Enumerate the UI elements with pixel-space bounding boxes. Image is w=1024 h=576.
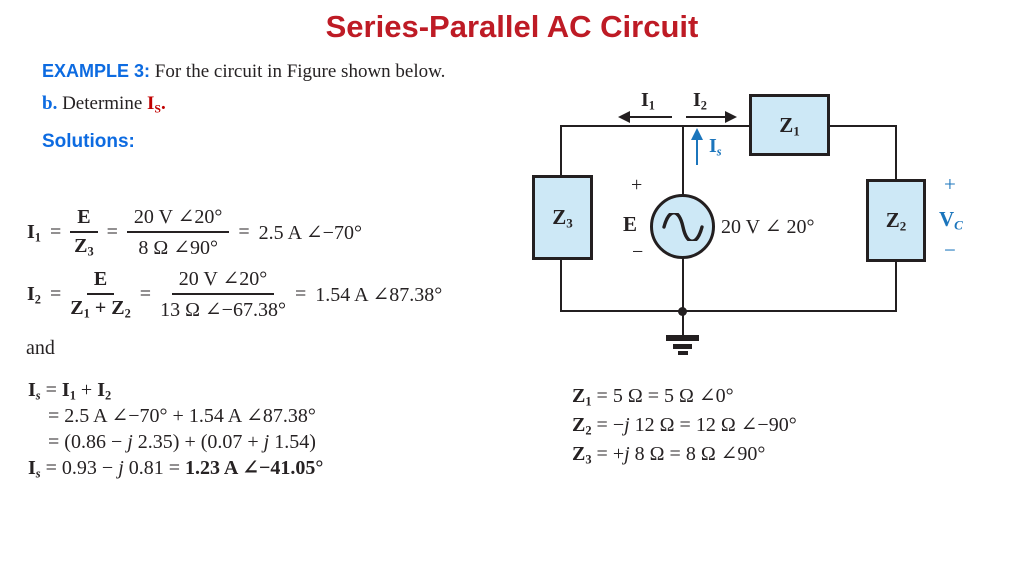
example-line: EXAMPLE 3: For the circuit in Figure sho…	[42, 61, 445, 83]
vc-label: VC	[939, 207, 963, 233]
part-b-label: b.	[42, 93, 58, 114]
impedance-list: Z1 = 5 Ω = 5 Ω ∠0° Z2 = −j 12 Ω = 12 Ω ∠…	[572, 382, 797, 469]
fraction-values-i1: 20 V ∠20° 8 Ω ∠90°	[126, 204, 230, 260]
z2-box-label: Z2	[885, 208, 907, 234]
impedance-z1-box: Z1	[749, 94, 830, 156]
source-label: E	[623, 212, 638, 236]
z3-box-label: Z3	[552, 205, 573, 231]
wire-bottom	[560, 310, 897, 312]
example-label: EXAMPLE 3:	[42, 61, 151, 81]
current-is-label: Is	[709, 135, 722, 159]
ground-icon	[666, 335, 699, 341]
source-minus-sign: −	[632, 241, 644, 263]
i2-symbol: I2	[27, 282, 41, 306]
ground-bar-2	[673, 344, 692, 349]
fraction-values-i2: 20 V ∠20° 13 Ω ∠−67.38°	[160, 268, 286, 321]
wire-left-lower	[560, 258, 562, 312]
source-plus-sign: +	[631, 174, 643, 196]
current-is-arrowhead-icon	[691, 128, 703, 140]
equals-sign: =	[50, 282, 62, 305]
current-i1-arrowhead-icon	[618, 111, 630, 123]
ground-stem	[682, 310, 684, 336]
equals-sign: =	[106, 220, 118, 243]
page-title: Series-Parallel AC Circuit	[325, 9, 699, 44]
ground-bar-3	[678, 351, 688, 355]
is-variable-red: IS.	[147, 93, 166, 116]
z2-definition: Z2 = −j 12 Ω = 12 Ω ∠−90°	[572, 414, 797, 438]
is-line-2: = 2.5 A ∠−70° + 1.54 A ∠87.38°	[48, 405, 316, 427]
impedance-z2-box: Z2	[866, 179, 926, 262]
wire-top	[561, 125, 897, 127]
and-text: and	[26, 337, 55, 359]
wire-right-lower	[895, 260, 897, 312]
is-calculation: Is = I1 + I2 = 2.5 A ∠−70° + 1.54 A ∠87.…	[28, 377, 323, 481]
example-text: For the circuit in Figure shown below.	[150, 61, 446, 82]
source-value: 20 V ∠ 20°	[721, 216, 815, 238]
part-b-line: b. Determine IS.	[42, 93, 166, 115]
z3-definition: Z3 = +j 8 Ω = 8 Ω ∠90°	[572, 443, 766, 467]
current-i1-arrow-shaft	[629, 116, 672, 118]
equals-sign: =	[294, 282, 307, 305]
is-line-4: Is = 0.93 − j 0.81 = 1.23 A ∠−41.05°	[28, 457, 324, 481]
i1-result: 2.5 A ∠−70°	[258, 221, 362, 244]
is-line-1: Is = I1 + I2	[28, 379, 112, 403]
current-i2-arrowhead-icon	[725, 111, 737, 123]
current-is-arrow-shaft	[696, 137, 698, 165]
equals-sign: =	[50, 220, 62, 243]
is-final-result: 1.23 A ∠−41.05°	[185, 457, 324, 479]
vc-plus-sign: +	[944, 172, 956, 196]
i2-result: 1.54 A ∠87.38°	[315, 283, 443, 306]
current-i1-label: I1	[641, 89, 655, 113]
ac-source-icon	[650, 194, 715, 259]
wire-left-upper	[560, 125, 562, 177]
solutions-label: Solutions:	[42, 131, 135, 152]
current-i2-label: I2	[693, 89, 707, 113]
impedance-z3-box: Z3	[532, 175, 593, 260]
z1-box-label: Z1	[779, 112, 800, 139]
equation-i1: I1 = E Z3 = 20 V ∠20° 8 Ω ∠90° = 2.5 A ∠…	[27, 202, 362, 262]
equals-sign: =	[238, 220, 250, 243]
equals-sign: =	[139, 282, 152, 305]
part-b-text: Determine	[57, 93, 148, 114]
wire-middle-upper	[682, 125, 684, 197]
i1-symbol: I1	[27, 220, 41, 244]
vc-minus-sign: −	[944, 238, 956, 262]
junction-dot	[678, 307, 687, 316]
fraction-e-over-z3: E Z3	[70, 206, 98, 258]
is-line-3: = (0.86 − j 2.35) + (0.07 + j 1.54)	[48, 431, 316, 453]
sine-wave-icon	[661, 212, 704, 241]
wire-middle-lower	[682, 256, 684, 312]
z1-definition: Z1 = 5 Ω = 5 Ω ∠0°	[572, 385, 734, 409]
current-i2-arrow-shaft	[686, 116, 727, 118]
wire-right-upper	[895, 125, 897, 181]
equation-i2: I2 = E Z1 + Z2 = 20 V ∠20° 13 Ω ∠−67.38°…	[27, 262, 442, 326]
fraction-e-over-z1z2: E Z1 + Z2	[70, 268, 131, 321]
